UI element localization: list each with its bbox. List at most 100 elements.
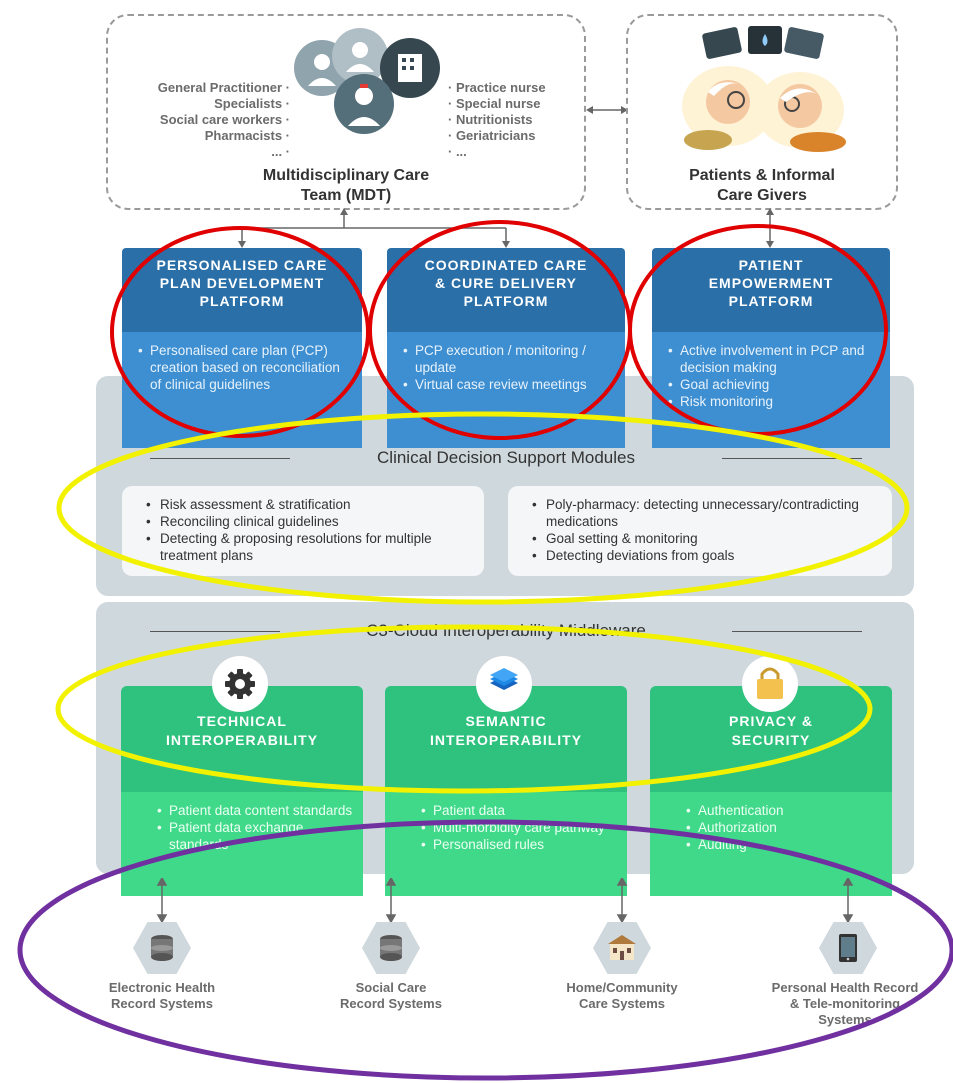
platform-patient-empowerment: PATIENT EMPOWERMENT PLATFORM Active invo… (652, 248, 890, 448)
mw-rule-right (732, 631, 862, 632)
semantic-interoperability-block: SEMANTIC INTEROPERABILITY Patient data M… (385, 686, 627, 896)
cds-left-box: Risk assessment & stratification Reconci… (122, 486, 484, 576)
system-label-line: Systems (818, 1012, 872, 1027)
role-item: · Special nurse (448, 96, 541, 111)
platform-body: PCP execution / monitoring / update Virt… (387, 332, 625, 448)
middleware-item: Authorization (686, 819, 884, 836)
platform-item: Personalised care plan (PCP) creation ba… (138, 342, 354, 393)
technical-interoperability-block: TECHNICAL INTEROPERABILITY Patient data … (121, 686, 363, 896)
cds-item: Goal setting & monitoring (532, 530, 884, 547)
cds-rule-right (722, 458, 862, 459)
platform-body: Active involvement in PCP and decision m… (652, 332, 890, 448)
role-item: Specialists · (214, 96, 290, 111)
middleware-item: Patient data exchange standards (157, 819, 355, 853)
cds-item: Detecting deviations from goals (532, 547, 884, 564)
middleware-item: Personalised rules (421, 836, 619, 853)
database-icon (362, 922, 420, 974)
cds-item: Detecting & proposing resolutions for mu… (146, 530, 476, 564)
patients-connector (766, 208, 774, 248)
role-item: ... · (271, 144, 290, 159)
system-label-ehr: Electronic Health Record Systems (72, 980, 252, 1012)
mdt-roles-right: · Practice nurse · Special nurse · Nutri… (448, 80, 588, 160)
middleware-item: Patient data (421, 802, 619, 819)
mw-rule-left (150, 631, 280, 632)
mdt-roles-left: General Practitioner · Specialists · Soc… (116, 80, 290, 160)
cds-right-box: Poly-pharmacy: detecting unnecessary/con… (508, 486, 892, 576)
patients-title: Patients & Informal Care Givers (628, 166, 896, 206)
role-item: · ... (448, 144, 467, 159)
platform-header: PERSONALISED CARE PLAN DEVELOPMENT PLATF… (122, 248, 362, 332)
privacy-security-block: PRIVACY & SECURITY Authentication Author… (650, 686, 892, 896)
platform-header: COORDINATED CARE & CURE DELIVERY PLATFOR… (387, 248, 625, 332)
middleware-title-line: SECURITY (731, 732, 811, 748)
system-label-home-community: Home/Community Care Systems (532, 980, 712, 1012)
platform-title-line: COORDINATED CARE (424, 257, 588, 273)
house-icon (593, 922, 651, 974)
middleware-item: Authentication (686, 802, 884, 819)
layers-icon (476, 656, 532, 712)
mdt-box: General Practitioner · Specialists · Soc… (106, 14, 586, 210)
tablet-icon (819, 922, 877, 974)
middleware-title-line: INTEROPERABILITY (165, 732, 319, 748)
role-item: · Geriatricians (448, 128, 536, 143)
patients-box: Patients & Informal Care Givers (626, 14, 898, 210)
double-arrow-icon (586, 106, 628, 114)
platform-title-line: PATIENT (738, 257, 804, 273)
role-item: · Nutritionists (448, 112, 533, 127)
platform-item: Risk monitoring (668, 393, 882, 410)
middleware-item: Multi-morbidity care pathway (421, 819, 619, 836)
mdt-title: Multidisciplinary Care Team (MDT) (108, 166, 584, 206)
gear-icon (212, 656, 268, 712)
platform-title-line: PLATFORM (728, 293, 814, 309)
middleware-title-line: PRIVACY & (729, 713, 813, 729)
platform-title-line: PLATFORM (463, 293, 549, 309)
platform-header: PATIENT EMPOWERMENT PLATFORM (652, 248, 890, 332)
platform-title-line: PLATFORM (199, 293, 285, 309)
role-item: General Practitioner · (157, 80, 290, 95)
system-label-line: Social Care (355, 980, 427, 995)
platform-item: Goal achieving (668, 376, 882, 393)
system-label-line: Home/Community (566, 980, 678, 995)
patients-title-line: Patients & Informal (689, 167, 835, 184)
cds-item: Poly-pharmacy: detecting unnecessary/con… (532, 496, 884, 530)
platform-item: Virtual case review meetings (403, 376, 617, 393)
role-item: · Practice nurse (448, 80, 546, 95)
mdt-title-line: Team (MDT) (300, 187, 392, 204)
role-item: Pharmacists · (204, 128, 290, 143)
platform-title-line: PERSONALISED CARE (156, 257, 328, 273)
platform-title-line: EMPOWERMENT (708, 275, 834, 291)
platform-title-line: & CURE DELIVERY (434, 275, 578, 291)
middleware-title-line: TECHNICAL (197, 713, 287, 729)
middleware-title-line: INTEROPERABILITY (429, 732, 583, 748)
system-label-line: Personal Health Record (771, 980, 919, 995)
platform-body: Personalised care plan (PCP) creation ba… (122, 332, 362, 448)
cds-title: Clinical Decision Support Modules (377, 448, 635, 467)
mdt-connector (238, 208, 510, 248)
patients-illustration-icon (682, 26, 846, 152)
platform-title-line: PLAN DEVELOPMENT (159, 275, 325, 291)
database-icon (133, 922, 191, 974)
cds-item: Risk assessment & stratification (146, 496, 476, 513)
care-team-icon (294, 28, 440, 134)
middleware-item: Patient data content standards (157, 802, 355, 819)
platform-item: PCP execution / monitoring / update (403, 342, 617, 376)
middleware-title: C3-Cloud Interoperability Middleware (366, 621, 646, 640)
system-label-line: Record Systems (340, 996, 442, 1011)
system-label-phr: Personal Health Record & Tele-monitoring… (740, 980, 950, 1028)
system-label-line: Electronic Health (108, 980, 216, 995)
platform-personalised-care: PERSONALISED CARE PLAN DEVELOPMENT PLATF… (122, 248, 362, 448)
system-label-line: Record Systems (111, 996, 213, 1011)
cds-item: Reconciling clinical guidelines (146, 513, 476, 530)
system-label-line: & Tele-monitoring (789, 996, 901, 1011)
system-label-social-care: Social Care Record Systems (301, 980, 481, 1012)
role-item: Social care workers · (159, 112, 290, 127)
platform-item: Active involvement in PCP and decision m… (668, 342, 882, 376)
mdt-title-line: Multidisciplinary Care (262, 167, 430, 184)
middleware-title-line: SEMANTIC (465, 713, 547, 729)
system-label-line: Care Systems (579, 996, 665, 1011)
platform-coordinated-care: COORDINATED CARE & CURE DELIVERY PLATFOR… (387, 248, 625, 448)
lock-icon (742, 656, 798, 712)
middleware-item: Auditing (686, 836, 884, 853)
patients-title-line: Care Givers (717, 187, 807, 204)
cds-rule-left (150, 458, 290, 459)
